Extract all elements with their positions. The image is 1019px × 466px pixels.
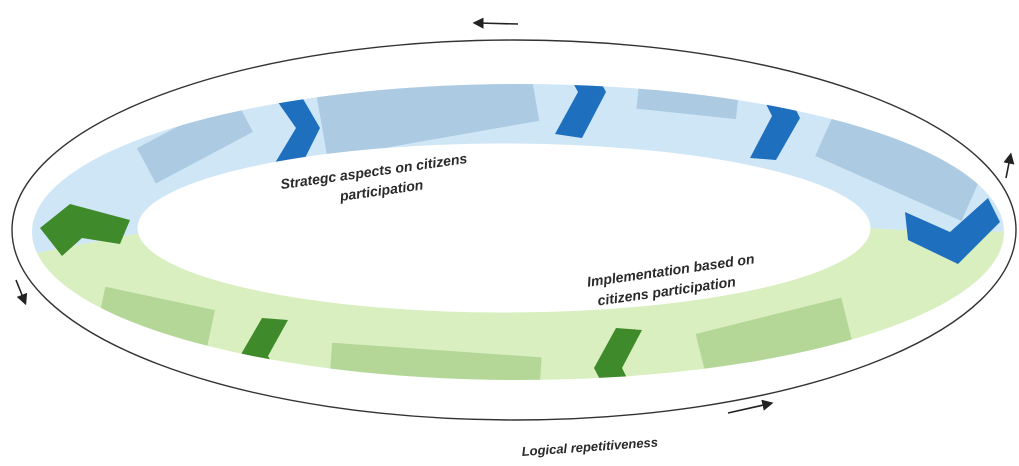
block-placeholder-5	[97, 286, 215, 350]
green-chevron-3	[594, 328, 642, 380]
outer-cycle-outline	[11, 39, 1017, 421]
block-placeholder-1	[137, 96, 253, 184]
arrow-bottom	[727, 399, 774, 414]
arrow-top	[472, 17, 519, 29]
block-placeholder-7	[695, 297, 855, 380]
arrow-left	[15, 279, 28, 306]
inner-ring-edge	[137, 143, 871, 313]
blue-chevron-4	[905, 198, 1000, 264]
blue-chevron-1	[268, 84, 320, 176]
logical-repetitiveness-label: Logical repetitiveness	[521, 435, 658, 459]
block-placeholder-6	[328, 342, 542, 380]
green-chevron-1	[40, 204, 130, 256]
block-placeholder-2	[315, 84, 540, 159]
blue-chevron-2	[555, 84, 606, 138]
arrow-right	[1003, 152, 1015, 179]
